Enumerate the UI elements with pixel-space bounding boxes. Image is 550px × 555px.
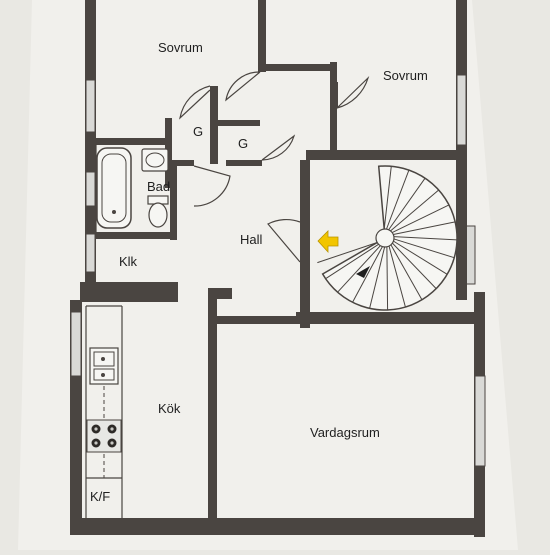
triangle-icon	[356, 266, 370, 278]
stair-step	[352, 246, 383, 303]
stove-icon	[86, 419, 122, 453]
sink-icon	[141, 148, 169, 172]
stair-step	[383, 166, 392, 230]
bathtub-icon	[96, 147, 132, 229]
stair-step	[393, 240, 448, 275]
label-bad: Bad	[147, 179, 171, 194]
stair-core	[375, 228, 395, 248]
windows	[70, 74, 486, 467]
stair-step	[388, 245, 406, 308]
stair-step	[337, 245, 381, 293]
stair-step	[369, 246, 386, 309]
toilet-icon	[147, 195, 169, 228]
label-klk: Klk	[119, 254, 138, 269]
label-g-left: G	[193, 124, 204, 139]
arrow-left-icon	[317, 230, 339, 254]
stair-step	[391, 204, 450, 233]
doors	[95, 71, 370, 263]
stair-step	[325, 243, 379, 280]
label-kok: Kök	[158, 401, 181, 416]
stair-step	[386, 246, 389, 310]
interior-walls	[80, 0, 485, 518]
stair-step	[388, 177, 426, 231]
stair-step	[393, 236, 458, 241]
label-sovrum-left: Sovrum	[158, 40, 203, 55]
stair-step	[390, 189, 440, 232]
stair-step	[392, 242, 437, 289]
stair-step	[393, 238, 455, 259]
paper-sheet	[18, 0, 518, 550]
kitchen-sink-icon	[89, 347, 119, 385]
stair-step	[390, 244, 423, 301]
label-g-right: G	[238, 136, 249, 151]
label-kf: K/F	[90, 489, 111, 504]
stair-step	[386, 169, 410, 230]
stair-step	[317, 242, 378, 264]
label-hall: Hall	[240, 232, 263, 247]
stair-step	[393, 221, 456, 235]
label-sovrum-right: Sovrum	[383, 68, 428, 83]
label-vardagsrum: Vardagsrum	[310, 425, 380, 440]
kitchen-counter	[85, 305, 123, 518]
